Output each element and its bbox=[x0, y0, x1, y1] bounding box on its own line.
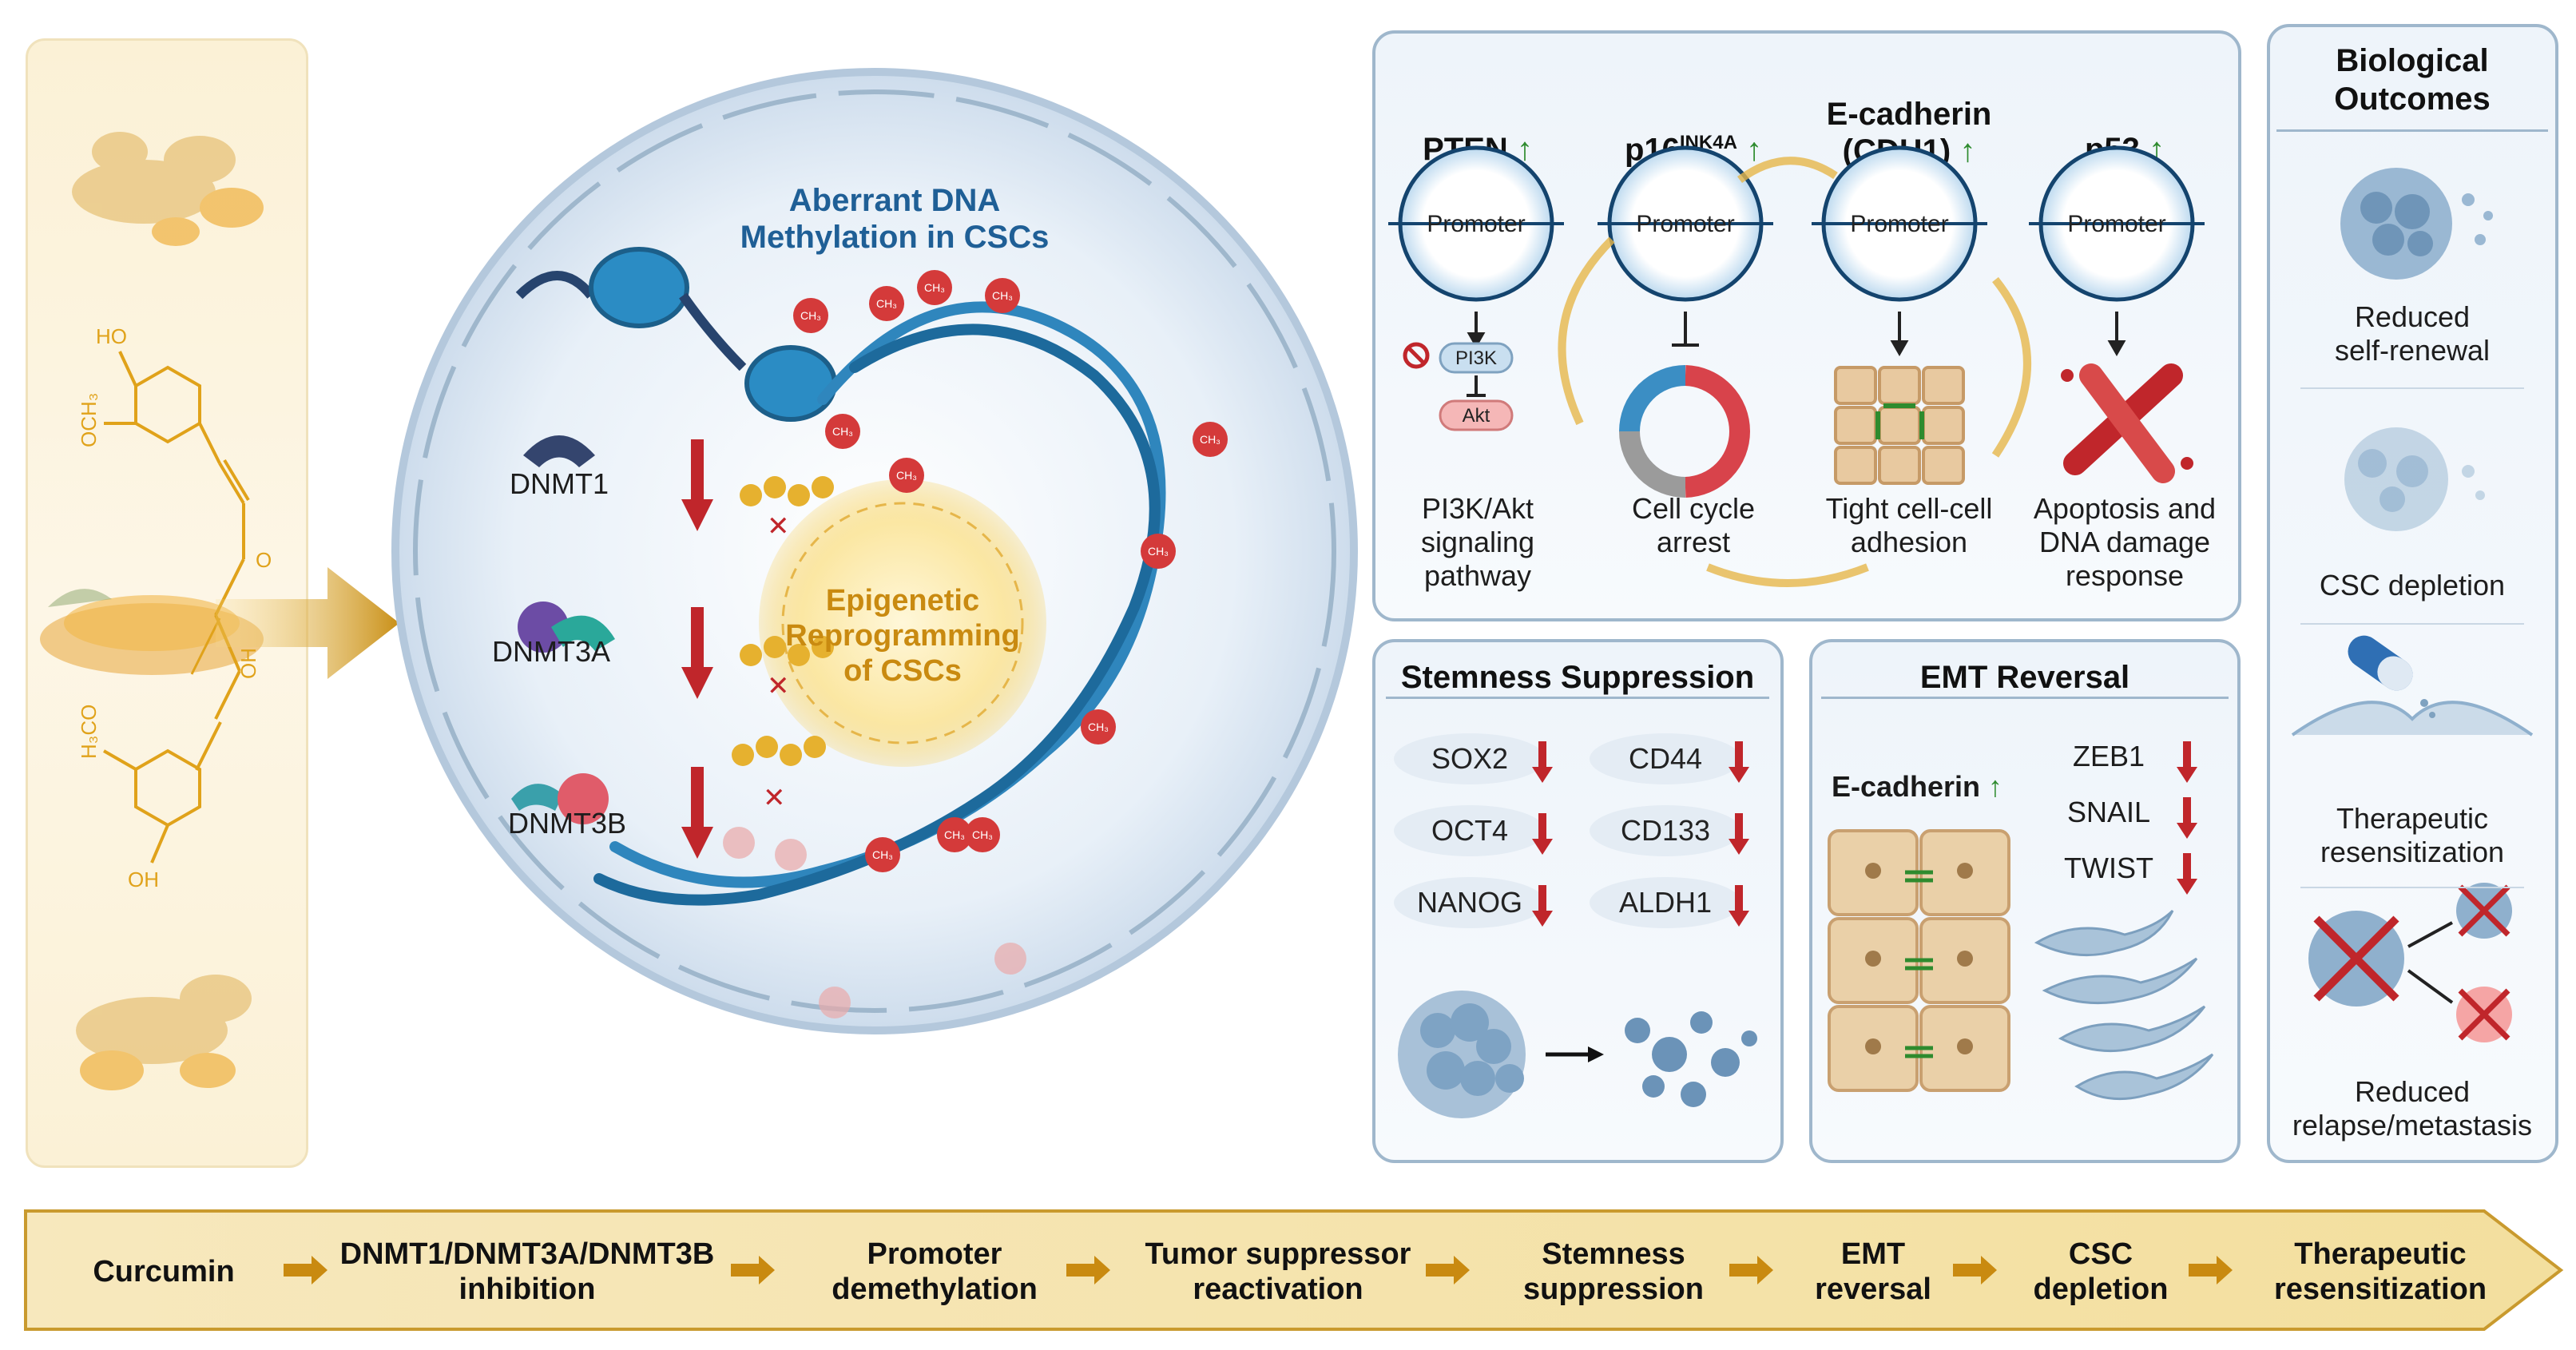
marker-cd133: CD133 bbox=[1590, 805, 1741, 856]
gene-cdh1-label: E-cadherin (CDH1) ↑ bbox=[1826, 97, 1992, 169]
methyl-label: CH₃ bbox=[992, 289, 1013, 302]
emt-factor-zeb1: ZEB1 bbox=[2072, 740, 2145, 772]
outcome-resensitization: Therapeutic resensitization bbox=[2320, 802, 2505, 868]
curcumin-group-och3: OCH₃ bbox=[77, 393, 101, 447]
mesenchymal-cells bbox=[2034, 909, 2214, 1101]
chromosome-icon bbox=[2061, 363, 2193, 483]
cell-cluster-icon bbox=[1834, 366, 1965, 485]
pten-outcome-label: PI3K/Akt signaling pathway bbox=[1420, 492, 1535, 592]
curcumin-group-oh-2: OH bbox=[128, 868, 159, 891]
dna-helix-icon bbox=[593, 301, 1166, 906]
flow-step-promoter-demethylation: Promoter demethylation bbox=[832, 1237, 1038, 1306]
csc-depletion-icon bbox=[2344, 427, 2485, 531]
stemness-down-arrows bbox=[1532, 741, 1749, 927]
cell-cycle-icon bbox=[1619, 365, 1750, 498]
promoter-plasmid-icon bbox=[1388, 145, 2205, 302]
methyl-label: CH₃ bbox=[800, 309, 821, 322]
stemness-title: Stemness Suppression bbox=[1400, 660, 1755, 695]
flow-bar bbox=[24, 1209, 2564, 1331]
svg-text:✕: ✕ bbox=[763, 783, 786, 813]
flow-step-curcumin: Curcumin bbox=[93, 1255, 235, 1288]
curcumin-group-oh: OH bbox=[236, 648, 260, 679]
dnmt3a-label: DNMT3A bbox=[491, 635, 610, 668]
flow-step-resensitization: Therapeutic resensitization bbox=[2273, 1237, 2487, 1306]
svg-text:✕: ✕ bbox=[767, 511, 790, 542]
dnmt1-label: DNMT1 bbox=[510, 467, 609, 500]
emt-title: EMT Reversal bbox=[1919, 660, 2130, 695]
pi3k-akt-icon bbox=[1403, 342, 1514, 431]
core-label: Epigenetic Reprogramming of CSCs bbox=[785, 584, 1020, 688]
flow-step-dnmt-inhibition: DNMT1/DNMT3A/DNMT3B inhibition bbox=[339, 1237, 715, 1306]
dnmt-enzyme-icon bbox=[511, 435, 615, 824]
flow-step-tumor-suppressor: Tumor suppressor reactivation bbox=[1145, 1237, 1411, 1306]
emt-arrows-and-cells bbox=[1828, 741, 2214, 1101]
capsule-icon bbox=[2291, 635, 2534, 737]
center-title: Aberrant DNA Methylation in CSCs bbox=[740, 183, 1050, 255]
curcumin-group-ho: HO bbox=[96, 324, 127, 348]
methyl-label: CH₃ bbox=[896, 469, 917, 482]
outcomes-title: Biological Outcomes bbox=[2334, 43, 2491, 117]
down-arrows bbox=[681, 439, 713, 859]
outcome-icons bbox=[2291, 168, 2534, 1042]
flow-step-emt-reversal: EMT reversal bbox=[1815, 1237, 1931, 1306]
promoter-label: Promoter bbox=[1636, 211, 1734, 237]
relapse-icon bbox=[2308, 883, 2512, 1042]
turmeric-root-bottom-icon bbox=[76, 975, 252, 1090]
turmeric-root-top-icon bbox=[72, 132, 264, 246]
turmeric-powder-icon bbox=[40, 589, 264, 675]
emt-ecadherin-label: E-cadherin ↑ bbox=[1831, 770, 2003, 803]
promoter-label: Promoter bbox=[1850, 211, 1948, 237]
p16-outcome-label: Cell cycle arrest bbox=[1631, 492, 1756, 558]
self-renewal-icon bbox=[2340, 168, 2493, 280]
methyl-labels: CH₃ CH₃ CH₃ CH₃ CH₃ CH₃ CH₃ CH₃ CH₃ CH₃ … bbox=[800, 281, 1221, 861]
flow-step-stemness-suppression: Stemness suppression bbox=[1523, 1237, 1704, 1306]
curcumin-action-arrow bbox=[216, 567, 399, 679]
inhibited-substrate: ✕ ✕ ✕ bbox=[732, 476, 834, 813]
p53-outcome-label: Apoptosis and DNA damage response bbox=[2033, 492, 2217, 592]
promoter-label: Promoter bbox=[2067, 211, 2165, 237]
marker-oct4: OCT4 bbox=[1394, 805, 1546, 856]
dnmt3b-label: DNMT3B bbox=[507, 807, 626, 840]
methyl-label: CH₃ bbox=[876, 297, 897, 310]
curcumin-group-h3co: H₃CO bbox=[77, 705, 101, 759]
methyl-groups bbox=[723, 270, 1228, 1018]
stem-cell-dispersion-icon bbox=[1398, 991, 1757, 1118]
methyl-label: CH₃ bbox=[972, 828, 993, 841]
methyl-label: CH₃ bbox=[1200, 433, 1221, 446]
outcome-relapse: Reduced relapse/metastasis bbox=[2292, 1075, 2533, 1142]
methyl-label: CH₃ bbox=[1148, 545, 1169, 558]
outcome-self-renewal: Reduced self-renewal bbox=[2334, 300, 2491, 367]
svg-text:✕: ✕ bbox=[767, 671, 790, 701]
cdh1-outcome-label: Tight cell-cell adhesion bbox=[1825, 492, 1993, 558]
methyl-label: CH₃ bbox=[1088, 721, 1109, 733]
marker-cd44: CD44 bbox=[1590, 733, 1741, 784]
cancer-stem-cell: CH₃ CH₃ CH₃ CH₃ CH₃ CH₃ CH₃ CH₃ CH₃ CH₃ … bbox=[391, 68, 1358, 1034]
nucleosome-icon bbox=[515, 247, 837, 422]
methyl-label: CH₃ bbox=[944, 828, 965, 841]
promoter-label: Promoter bbox=[1427, 211, 1525, 237]
curcumin-group-o: O bbox=[256, 548, 272, 572]
methyl-label: CH₃ bbox=[832, 425, 853, 438]
methyl-label: CH₃ bbox=[924, 281, 945, 294]
marker-sox2: SOX2 bbox=[1394, 733, 1546, 784]
gene-reactivation-panel bbox=[1372, 30, 2241, 621]
promoter-plasmids: PI3K Akt Promoter Promoter Promoter Prom… bbox=[1388, 145, 2205, 587]
marker-nanog: NANOG bbox=[1394, 877, 1546, 928]
pi3k-label: PI3K bbox=[1455, 347, 1497, 369]
emt-factor-twist: TWIST bbox=[2064, 852, 2153, 884]
flow-step-csc-depletion: CSC depletion bbox=[2033, 1237, 2169, 1306]
emt-factor-snail: SNAIL bbox=[2066, 796, 2151, 828]
curcumin-structure: HO OCH₃ O OH H₃CO OH bbox=[77, 324, 272, 891]
akt-label: Akt bbox=[1463, 405, 1490, 427]
outcome-csc-depletion: CSC depletion bbox=[2319, 569, 2506, 602]
methyl-label: CH₃ bbox=[872, 848, 893, 861]
marker-aldh1: ALDH1 bbox=[1590, 877, 1741, 928]
